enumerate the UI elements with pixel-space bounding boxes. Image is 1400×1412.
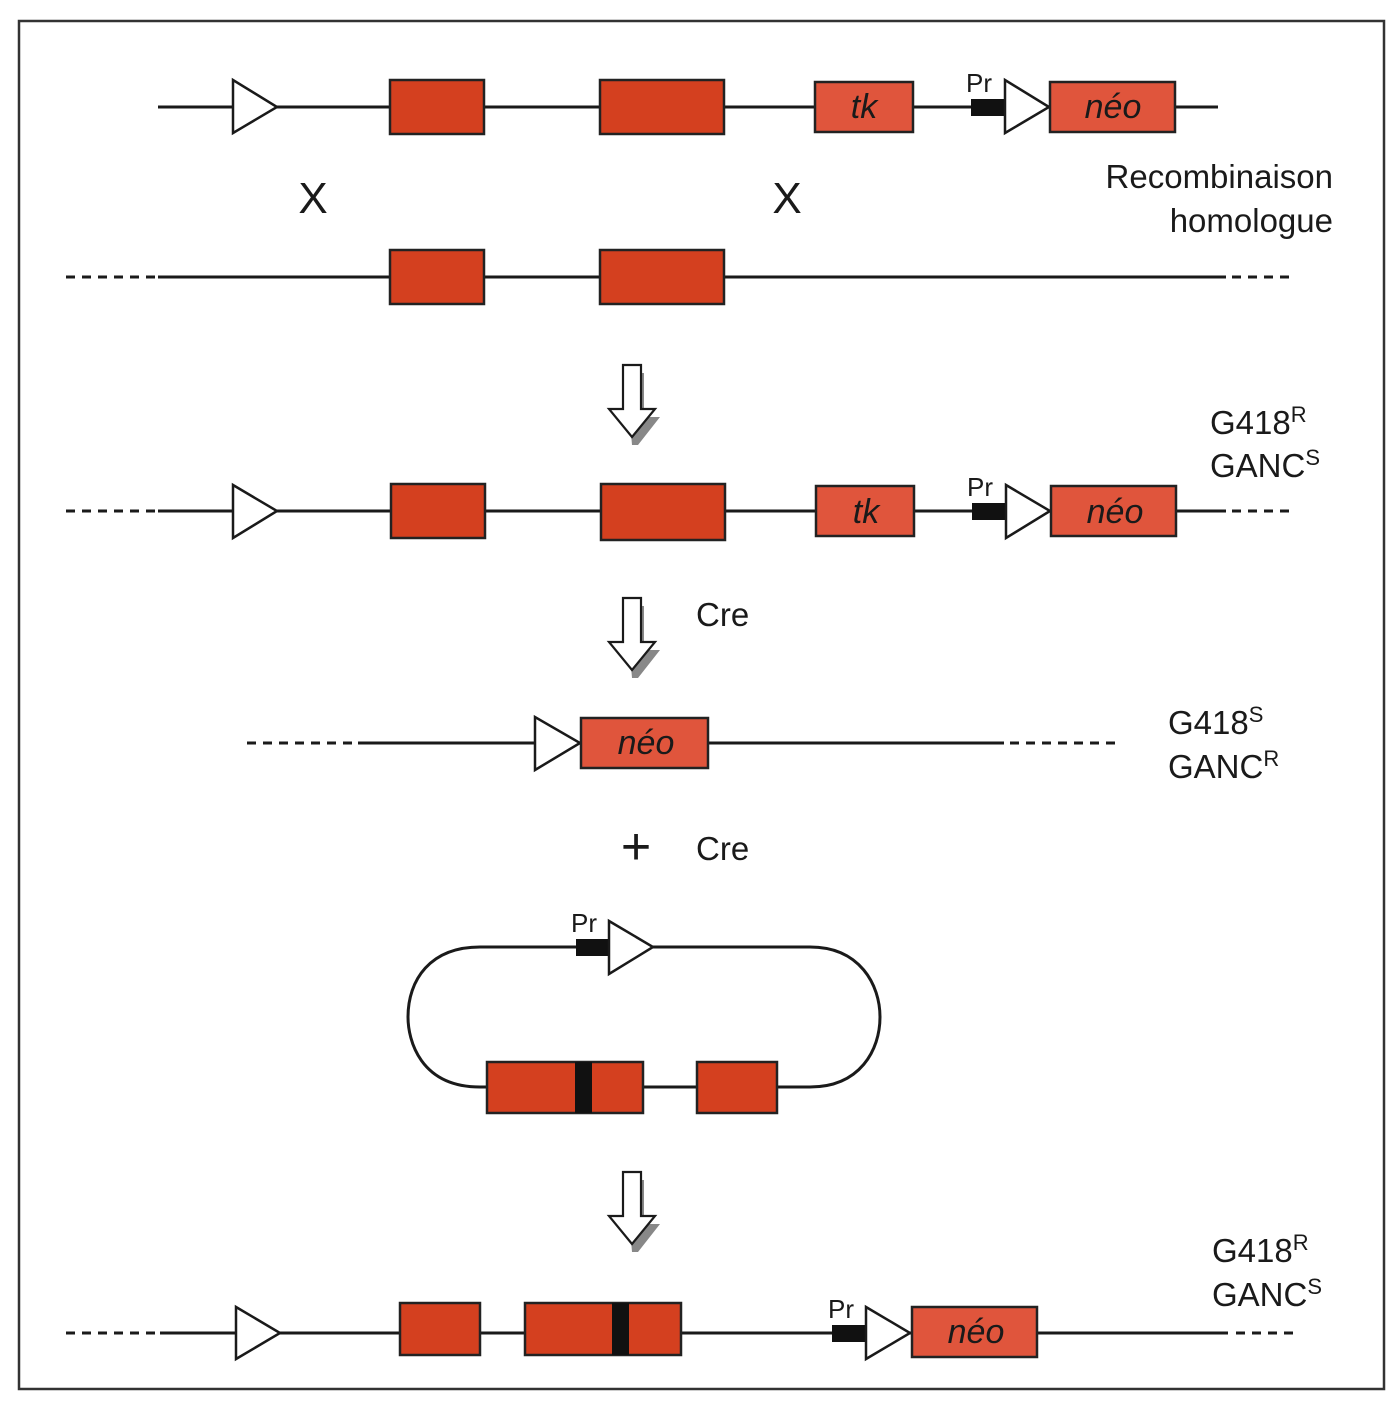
targeting-vector-row: tk Pr néo <box>158 68 1218 136</box>
promoter-box <box>832 1325 866 1342</box>
exon-box <box>598 248 726 306</box>
neo-label: néo <box>618 724 675 762</box>
figure-border <box>17 19 1386 1391</box>
g418-sup: R <box>1293 1230 1309 1255</box>
promoter-label: Pr <box>967 472 993 502</box>
exon-box <box>485 1060 645 1115</box>
svg-text:G418R: G418R <box>1212 1230 1309 1269</box>
g418-label: G418 <box>1212 1232 1293 1269</box>
promoter-box <box>971 99 1005 116</box>
neo-label: néo <box>1087 493 1144 531</box>
mutation-band <box>575 1062 592 1113</box>
recombination-label-line1: Recombinaison <box>1106 158 1333 195</box>
svg-text:G418S: G418S <box>1168 702 1263 741</box>
final-allele-row: Pr néo <box>66 1294 1298 1362</box>
svg-text:GANCS: GANCS <box>1212 1274 1322 1313</box>
promoter-label: Pr <box>571 908 597 938</box>
exon-box <box>388 248 486 306</box>
cre-label: Cre <box>696 830 749 867</box>
ganc-label: GANC <box>1210 447 1305 484</box>
neo-gene-box <box>1048 80 1177 134</box>
g418-label: G418 <box>1168 704 1249 741</box>
promoter-label: Pr <box>828 1294 854 1324</box>
excised-allele-row: néo <box>247 714 1122 773</box>
g418-sup: S <box>1249 702 1264 727</box>
exon-box <box>523 1301 683 1357</box>
exon-box <box>695 1060 779 1115</box>
loxp-triangle-icon <box>607 918 656 977</box>
ganc-label: GANC <box>1212 1276 1307 1313</box>
exon-box <box>599 482 727 542</box>
down-arrow-icon <box>607 1170 662 1254</box>
loxp-triangle-icon <box>533 714 583 773</box>
crossover-x-icon: X <box>772 174 801 223</box>
crossover-x-icon: X <box>298 174 327 223</box>
exon-box <box>389 482 487 540</box>
targeted-allele-row: tk Pr néo <box>66 472 1296 542</box>
tk-gene-box <box>813 80 915 134</box>
cre-label: Cre <box>696 596 749 633</box>
down-arrow-icon <box>607 596 662 680</box>
phenotype-g418s-gancr: G418S GANCR <box>1168 702 1279 785</box>
svg-text:GANCS: GANCS <box>1210 445 1320 484</box>
ganc-sup: S <box>1305 445 1320 470</box>
down-arrow-icon <box>607 363 662 447</box>
ganc-sup: R <box>1263 746 1279 771</box>
loxp-triangle-icon <box>231 77 280 136</box>
exon-box <box>388 78 486 136</box>
neo-gene-box <box>910 1305 1039 1359</box>
tk-gene-box <box>814 484 916 538</box>
circular-plasmid: Pr <box>406 908 882 1115</box>
exon-box <box>398 1301 482 1357</box>
g418-label: G418 <box>1210 404 1291 441</box>
ganc-sup: S <box>1307 1274 1322 1299</box>
plus-icon: + <box>621 818 651 876</box>
tk-label: tk <box>853 493 881 531</box>
recombination-label-line2: homologue <box>1170 202 1333 239</box>
neo-label: néo <box>948 1313 1005 1351</box>
neo-gene-box <box>1049 484 1178 538</box>
ganc-label: GANC <box>1168 748 1263 785</box>
tk-label: tk <box>851 88 879 126</box>
phenotype-g418r-gancs: G418R GANCS <box>1212 1230 1322 1313</box>
mutation-band <box>612 1303 629 1355</box>
neo-gene-box <box>579 716 710 770</box>
promoter-box <box>972 503 1006 520</box>
svg-text:G418R: G418R <box>1210 402 1307 441</box>
g418-sup: R <box>1291 402 1307 427</box>
genomic-locus-row <box>66 248 1296 306</box>
loxp-triangle-icon <box>1004 482 1053 541</box>
promoter-label: Pr <box>966 68 992 98</box>
loxp-triangle-icon <box>234 1304 283 1362</box>
promoter-box <box>576 939 610 956</box>
loxp-triangle-icon <box>864 1304 913 1362</box>
loxp-triangle-icon <box>231 482 280 541</box>
phenotype-g418r-gancs: G418R GANCS <box>1210 402 1320 484</box>
neo-label: néo <box>1085 88 1142 126</box>
exon-box <box>598 78 726 136</box>
loxp-triangle-icon <box>1003 77 1052 136</box>
svg-text:GANCR: GANCR <box>1168 746 1279 785</box>
